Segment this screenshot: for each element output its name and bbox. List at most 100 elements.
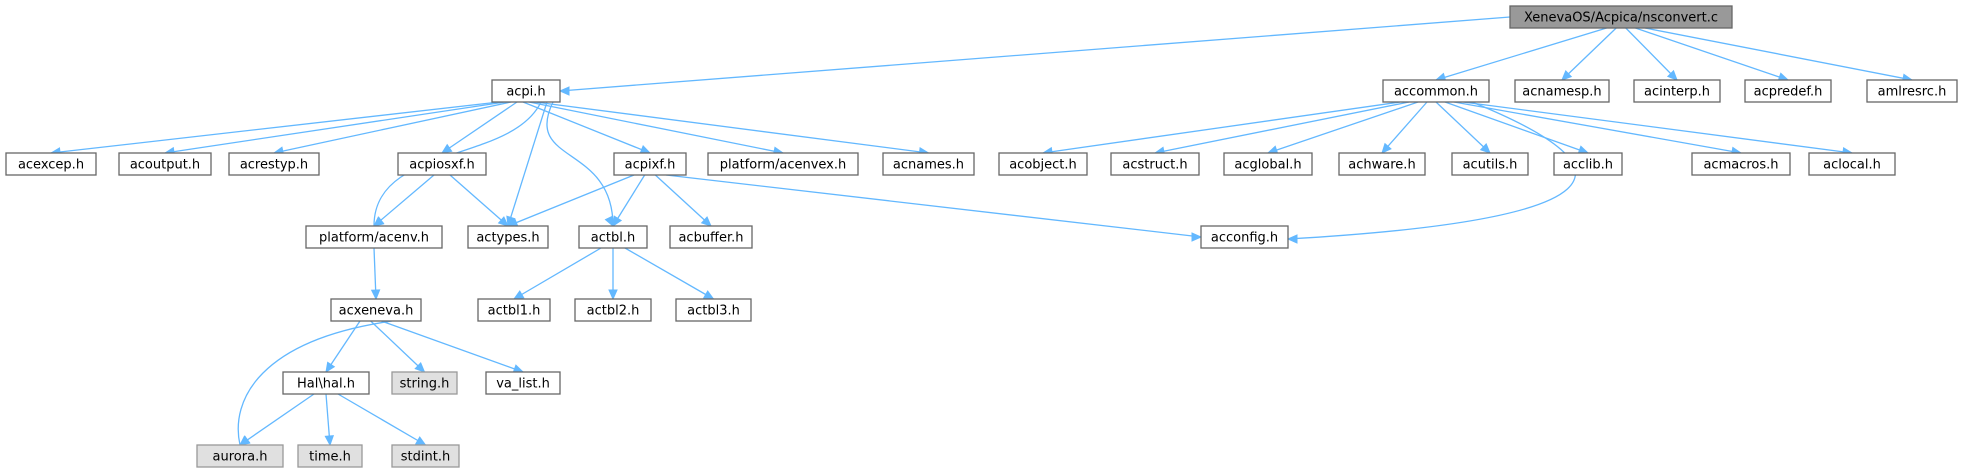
node-acnamesp[interactable]: acnamesp.h [1514,79,1610,103]
node-acxeneva[interactable]: acxeneva.h [330,298,422,322]
node-box [228,152,320,176]
node-label: string.h [400,377,450,392]
edge-line [1625,27,1678,81]
node-achware[interactable]: achware.h [1338,152,1426,176]
node-label: acexcep.h [18,158,84,173]
node-acobject[interactable]: acobject.h [998,152,1088,176]
edge-line [534,101,929,154]
edge-acpi-acexcep [49,101,500,157]
node-label: acpiosxf.h [409,158,474,173]
node-box [675,298,752,322]
arrowhead [325,361,336,374]
edge-line [507,101,548,227]
node-acnames[interactable]: acnames.h [882,152,975,176]
node-acclib[interactable]: acclib.h [1553,152,1623,176]
node-acenv[interactable]: platform/acenv.h [305,225,443,249]
node-acexcep[interactable]: acexcep.h [5,152,97,176]
node-actbl2[interactable]: actbl2.h [574,298,652,322]
node-accommon[interactable]: accommon.h [1382,79,1490,103]
node-label: acrestyp.h [240,158,308,173]
node-acenvex[interactable]: platform/acenvex.h [707,152,859,176]
node-acpredef[interactable]: acpredef.h [1744,79,1832,103]
node-label: acstruct.h [1122,158,1187,173]
edge-acpiosxf-actypes [449,174,509,227]
edge-root-acpredef [1635,27,1790,82]
edge-root-acinterp [1625,27,1678,81]
node-box [196,444,284,468]
edge-line [624,247,714,300]
edge-line [507,174,635,227]
edge-accommon-acmacros [1453,101,1743,157]
node-actbl1[interactable]: actbl1.h [477,298,551,322]
node-acrestyp[interactable]: acrestyp.h [228,152,320,176]
node-box [1691,152,1791,176]
node-label: amlresrc.h [1878,85,1947,100]
node-box [297,444,363,468]
node-acbuffer[interactable]: acbuffer.h [669,225,753,249]
edge-actbl-actbl3 [624,247,715,300]
edge-hal-aurora [238,393,315,446]
edge-accommon-acconfig [1286,101,1576,244]
node-actbl3[interactable]: actbl3.h [675,298,752,322]
node-label: acoutput.h [130,158,200,173]
edge-line [370,320,425,373]
node-box [1110,152,1200,176]
node-hal[interactable]: Hal\hal.h [282,371,370,395]
node-box [282,371,370,395]
node-box [882,152,975,176]
node-label: aurora.h [213,450,268,465]
node-box [1866,79,1958,103]
edge-line [1287,101,1576,240]
node-actypes[interactable]: actypes.h [467,225,549,249]
arrowhead [497,216,509,227]
edge-root-acpi [558,16,1511,96]
node-box [391,371,458,395]
edge-line [654,174,712,227]
node-box [305,225,443,249]
edge-actbl-actbl1 [512,247,602,300]
node-acpi[interactable]: acpi.h [491,79,561,103]
node-acpixf[interactable]: acpixf.h [613,152,687,176]
node-box [118,152,212,176]
node-box [1338,152,1426,176]
node-root[interactable]: XenevaOS/Acpica/nsconvert.c [1509,5,1733,29]
edge-acpixf-acbuffer [654,174,712,227]
edge-acpi-acnames [534,101,930,157]
node-box [613,152,687,176]
node-acmacros[interactable]: acmacros.h [1691,152,1791,176]
node-acoutput[interactable]: acoutput.h [118,152,212,176]
arrowhead [608,289,618,301]
node-amlresrc[interactable]: amlresrc.h [1866,79,1958,103]
node-actbl[interactable]: actbl.h [578,225,648,249]
edge-line [513,247,602,300]
edge-line [1462,101,1853,154]
edge-line [373,174,435,227]
node-label: acpi.h [506,85,545,100]
node-acstruct[interactable]: acstruct.h [1110,152,1200,176]
edge-acxeneva-hal [325,320,361,374]
node-box [1514,79,1610,103]
edge-acxeneva-string [370,320,426,373]
edge-acpi-acoutput [163,101,506,157]
node-label: acpixf.h [625,158,676,173]
node-acconfig[interactable]: acconfig.h [1200,225,1289,249]
edge-line [522,101,651,154]
node-label: stdint.h [401,450,450,465]
edge-acpi-actbl [546,101,614,228]
node-acinterp[interactable]: acinterp.h [1633,79,1721,103]
node-valist[interactable]: va_list.h [485,371,561,395]
node-label: actbl1.h [488,304,541,319]
node-stdint: stdint.h [391,444,460,468]
node-acutils[interactable]: acutils.h [1451,152,1529,176]
node-aclocal[interactable]: aclocal.h [1808,152,1896,176]
arrowhead [1561,69,1573,81]
node-acpiosxf[interactable]: acpiosxf.h [397,152,487,176]
node-acglobal[interactable]: acglobal.h [1223,152,1313,176]
edge-acpixf-actbl [612,174,646,228]
node-label: acpredef.h [1754,85,1823,100]
arrowhead [558,86,570,96]
arrowhead [324,435,335,447]
node-label: acclib.h [1563,158,1613,173]
edge-line [1644,27,1913,81]
